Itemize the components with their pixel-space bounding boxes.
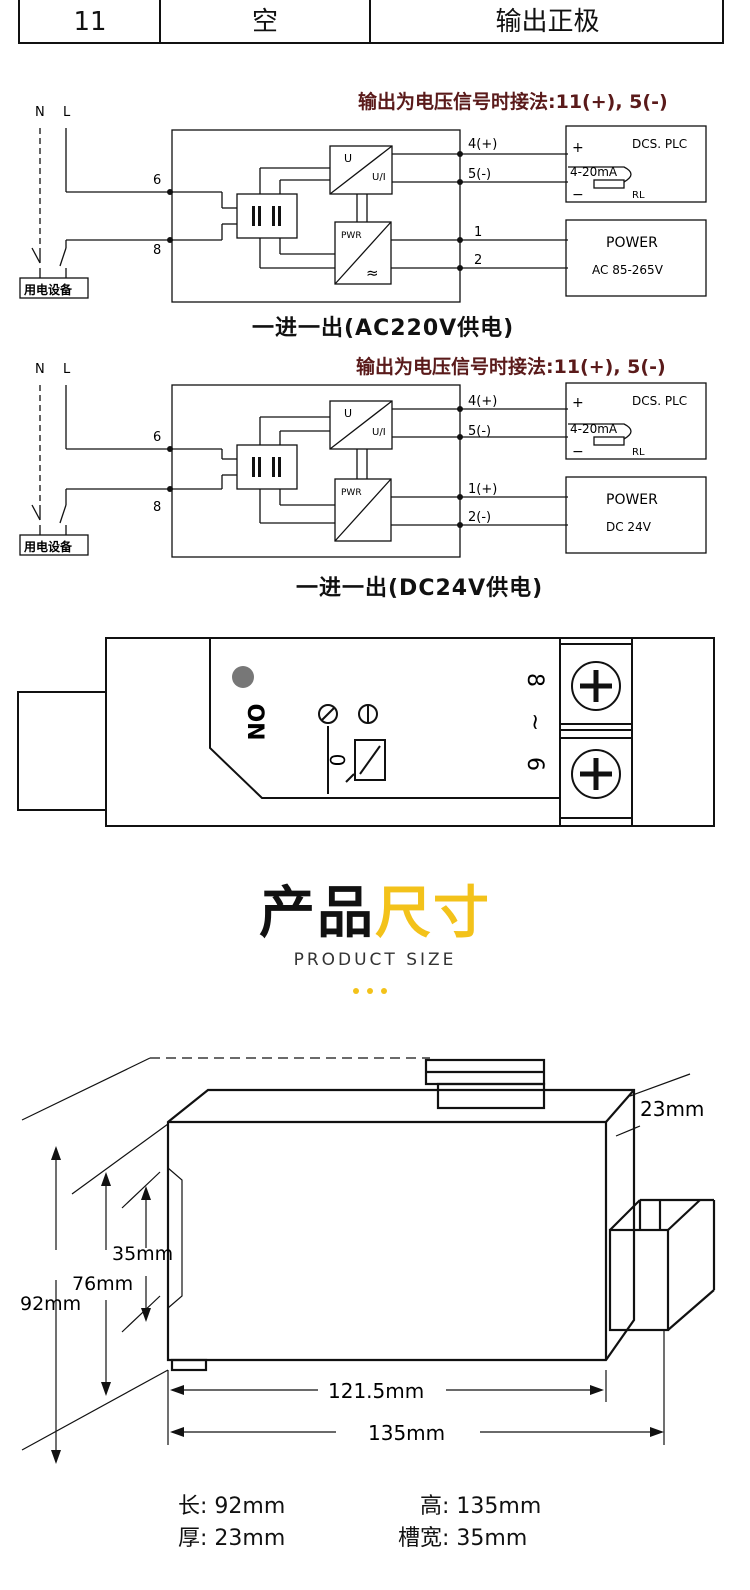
product-size-title: 产品尺寸 <box>0 868 750 949</box>
rl-label: RL <box>632 447 645 458</box>
spec-thickness: 厚: 23mm <box>178 1526 286 1551</box>
power-label: POWER <box>606 235 658 251</box>
label-n: N <box>35 362 45 377</box>
u-label: U <box>344 152 352 165</box>
terminal-5: 5(-) <box>468 424 491 439</box>
diagram-caption-dc: 一进一出(DC24V供电) <box>296 576 544 601</box>
pwr-label: PWR <box>341 488 362 498</box>
device-label: 用电设备 <box>23 539 73 554</box>
minus-sign: − <box>572 444 584 460</box>
terminal-4: 4(+) <box>468 394 497 409</box>
dim-height: 135mm <box>368 1421 445 1445</box>
power-spec: AC 85-265V <box>592 263 664 277</box>
current-label: 4-20mA <box>570 422 618 436</box>
dim-rail-width: 121.5mm <box>328 1379 424 1403</box>
terminal-6: 6 <box>153 430 161 445</box>
terminal-6-label: 6 <box>522 757 547 771</box>
front-panel-drawing: ON 0 8 ~ 6 <box>17 637 715 827</box>
current-label: 4-20mA <box>570 165 618 179</box>
dim-length: 92mm <box>20 1293 81 1315</box>
ui-label: U/I <box>372 427 386 438</box>
diagram-caption-ac: 一进一出(AC220V供电) <box>252 316 515 341</box>
label-n: N <box>35 105 45 120</box>
spec-length: 长: 92mm <box>178 1494 286 1519</box>
label-l: L <box>63 362 71 377</box>
terminal-tilde-label: ~ <box>522 713 547 731</box>
terminal-2: 2(-) <box>468 510 491 525</box>
wiring-diagram-ac: 输出为电压信号时接法:11(+), 5(-) N L <box>19 90 707 303</box>
table-cell-number: 11 <box>73 7 107 37</box>
spec-height: 高: 135mm <box>420 1494 542 1519</box>
device-label: 用电设备 <box>23 282 73 297</box>
dim-thickness: 23mm <box>640 1097 704 1121</box>
wiring-note: 输出为电压信号时接法:11(+), 5(-) <box>358 90 668 113</box>
on-label: ON <box>242 703 267 740</box>
dim-inner-height: 76mm <box>72 1273 133 1295</box>
plus-sign: + <box>572 140 584 156</box>
pwr-label: PWR <box>341 231 362 241</box>
terminal-8: 8 <box>153 500 161 515</box>
product-size-subtitle: PRODUCT SIZE <box>293 950 457 970</box>
ac-symbol: ≈ <box>366 264 379 282</box>
rl-label: RL <box>632 190 645 201</box>
terminal-6: 6 <box>153 173 161 188</box>
plus-sign: + <box>572 395 584 411</box>
dim-slot: 35mm <box>112 1243 173 1265</box>
power-label: POWER <box>606 492 658 508</box>
table-cell-terminal: 空 <box>251 7 278 37</box>
terminal-4: 4(+) <box>468 137 497 152</box>
zero-adjust-label: 0 <box>325 754 349 767</box>
title-yellow: 尺寸 <box>375 881 491 946</box>
wiring-diagram-dc: 输出为电压信号时接法:11(+), 5(-) N L <box>19 355 707 558</box>
terminal-1: 1 <box>474 225 482 240</box>
label-l: L <box>63 105 71 120</box>
u-label: U <box>344 407 352 420</box>
power-spec: DC 24V <box>606 520 652 534</box>
dimension-drawing: 23mm 35mm 76mm 92mm 121.5mm 135mm <box>20 1057 716 1464</box>
minus-sign: − <box>572 187 584 203</box>
terminal-5: 5(-) <box>468 167 491 182</box>
wiring-note: 输出为电压信号时接法:11(+), 5(-) <box>356 355 666 378</box>
dcs-plc-label: DCS. PLC <box>632 394 687 408</box>
title-dots <box>349 979 391 998</box>
table-divider <box>369 0 371 42</box>
terminal-8: 8 <box>153 243 161 258</box>
indicator-led-icon <box>232 666 254 688</box>
dcs-plc-label: DCS. PLC <box>632 137 687 151</box>
terminal-8-label: 8 <box>522 673 547 687</box>
title-black: 产品 <box>259 881 375 946</box>
terminal-1: 1(+) <box>468 482 497 497</box>
spec-slot-width: 槽宽: 35mm <box>398 1526 528 1551</box>
terminal-2: 2 <box>474 253 482 268</box>
terminal-table-row: 11 空 输出正极 <box>18 0 724 44</box>
table-divider <box>159 0 161 42</box>
ui-label: U/I <box>372 172 386 183</box>
table-cell-function: 输出正极 <box>495 7 600 37</box>
